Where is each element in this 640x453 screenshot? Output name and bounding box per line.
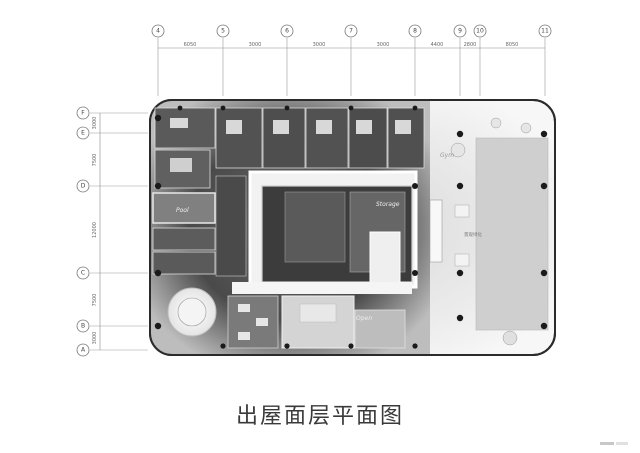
column-grid <box>157 38 546 96</box>
column-span: 6050 <box>184 42 197 48</box>
row-span: 3000 <box>92 117 98 130</box>
round-table <box>167 287 217 337</box>
open-label: Open <box>356 315 372 322</box>
pool-label: Pool <box>176 207 189 214</box>
column-bubble-9: 9 <box>453 24 467 38</box>
column-span: 3000 <box>249 42 262 48</box>
column-bubble-4: 4 <box>151 24 165 38</box>
row-label: C <box>81 270 85 277</box>
planter-label: 景观绿化 <box>464 231 482 238</box>
column-label: 11 <box>541 28 549 35</box>
lower-left-room <box>227 295 279 349</box>
column-label: 6 <box>285 28 289 35</box>
row-label: D <box>81 183 86 190</box>
right-terrace: 景观绿化 Gym <box>429 117 549 346</box>
row-bubble-A: A <box>76 343 90 357</box>
drawing-title: 出屋面层平面图 <box>235 404 404 429</box>
column-bubble-10: 10 <box>473 24 487 38</box>
row-span: 7500 <box>92 294 98 307</box>
upper-rooms <box>154 107 425 169</box>
column-bubble-11: 11 <box>538 24 552 38</box>
column-bubble-6: 6 <box>280 24 294 38</box>
column-label: 10 <box>476 28 484 35</box>
courtyard <box>232 170 418 294</box>
row-label: E <box>81 130 85 137</box>
watermark-logo <box>600 442 628 445</box>
column-span: 4400 <box>431 42 444 48</box>
gym-label: Gym <box>440 152 454 159</box>
row-span: 3000 <box>92 332 98 345</box>
row-bubble-F: F <box>76 106 90 120</box>
pool-area: Pool <box>152 192 216 224</box>
left-living-rooms <box>152 149 247 277</box>
column-span: 3000 <box>377 42 390 48</box>
lounge-area: Open <box>281 295 406 349</box>
column-label: 7 <box>349 28 353 35</box>
row-bubble-D: D <box>76 179 90 193</box>
row-label: B <box>81 323 85 330</box>
column-span: 8050 <box>506 42 519 48</box>
column-span: 2800 <box>464 42 477 48</box>
column-label: 4 <box>156 28 160 35</box>
row-label: F <box>81 110 85 117</box>
row-bubble-E: E <box>76 126 90 140</box>
column-label: 9 <box>458 28 462 35</box>
row-bubble-C: C <box>76 266 90 280</box>
row-span: 12000 <box>92 222 98 238</box>
column-bubble-8: 8 <box>408 24 422 38</box>
row-grid <box>90 112 148 351</box>
column-label: 8 <box>413 28 417 35</box>
column-label: 5 <box>221 28 225 35</box>
column-bubble-5: 5 <box>216 24 230 38</box>
row-span: 7500 <box>92 154 98 167</box>
row-bubble-B: B <box>76 319 90 333</box>
column-bubble-7: 7 <box>344 24 358 38</box>
structural-columns <box>154 105 548 349</box>
storage-label: Storage <box>376 201 400 208</box>
column-span: 3000 <box>313 42 326 48</box>
row-label: A <box>81 347 86 354</box>
